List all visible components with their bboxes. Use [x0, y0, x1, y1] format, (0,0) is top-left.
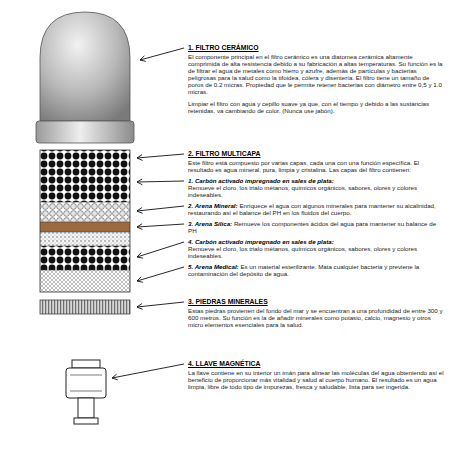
leader-arrow: [137, 224, 184, 230]
text-block: 2. FILTRO MULTICAPA: [188, 150, 444, 158]
leader-arrow: [137, 267, 184, 282]
layer-label: 1. Carbón activado impregnado en sales d…: [188, 177, 444, 184]
description-text: La llave contiene en su interior un imán…: [188, 369, 444, 390]
text-section: 3. PIEDRAS MINERALES Estas piedras provie…: [188, 298, 444, 328]
leader-arrow: [140, 48, 184, 61]
section-heading: 2. FILTRO MULTICAPA: [188, 150, 261, 157]
description-text: Este filtro está compuesto por varias ca…: [188, 159, 419, 173]
text-block: 3. PIEDRAS MINERALES: [188, 298, 444, 306]
text-section: 2. FILTRO MULTICAPA Este filtro está comp…: [188, 150, 444, 277]
layer-label: 4. Carbón activado impregnado en sales d…: [188, 238, 444, 245]
leader-arrow: [137, 179, 184, 185]
description-text: Limpiar el filtro con agua y cepillo sua…: [188, 100, 429, 114]
text-section: 4. LLAVE MAGNÉTICA La llave contiene en s…: [188, 360, 444, 390]
text-block: La llave contiene en su interior un imán…: [188, 369, 444, 390]
text-block: 4. LLAVE MAGNÉTICA: [188, 360, 444, 368]
layer-label: 3. Arena Sílica:: [188, 220, 232, 227]
leader-arrow: [137, 242, 184, 258]
description-text: Estas piedras provienen del fondo del ma…: [188, 307, 443, 328]
layer-label: 5. Arena Medical:: [188, 263, 239, 270]
text-section: 1. FILTRO CERÁMICO El componente principa…: [188, 44, 444, 114]
description-text: Remueve el cloro, los trialo métanos, qu…: [188, 245, 417, 259]
text-block: Estas piedras provienen del fondo del ma…: [188, 307, 444, 328]
layer-item: 4. Carbón activado impregnado en sales d…: [188, 238, 444, 259]
leader-arrow: [137, 154, 184, 160]
layer-label: 2. Arena Mineral:: [188, 202, 238, 209]
leader-arrow: [137, 302, 184, 309]
text-block: 1. FILTRO CERÁMICO: [188, 44, 444, 52]
section-heading: 4. LLAVE MAGNÉTICA: [188, 360, 260, 367]
layer-item: 2. Arena Mineral: Enriquece el agua con …: [188, 202, 444, 216]
layer-item: 1. Carbón activado impregnado en sales d…: [188, 177, 444, 198]
section-heading: 1. FILTRO CERÁMICO: [188, 44, 258, 51]
description-text: Remueve el cloro, los trialo métanos, qu…: [188, 184, 417, 198]
text-block: El componente principal en el filtro cer…: [188, 53, 444, 95]
section-heading: 3. PIEDRAS MINERALES: [188, 298, 268, 305]
layer-item: 5. Arena Medical: Es un material esteril…: [188, 263, 444, 277]
text-block: Este filtro está compuesto por varias ca…: [188, 159, 444, 173]
leader-arrow: [112, 364, 184, 380]
description-text: El componente principal en el filtro cer…: [188, 53, 443, 95]
layer-item: 3. Arena Sílica: Remueve los componentes…: [188, 220, 444, 234]
leader-arrow: [137, 206, 184, 213]
text-block: Limpiar el filtro con agua y cepillo sua…: [188, 100, 444, 114]
